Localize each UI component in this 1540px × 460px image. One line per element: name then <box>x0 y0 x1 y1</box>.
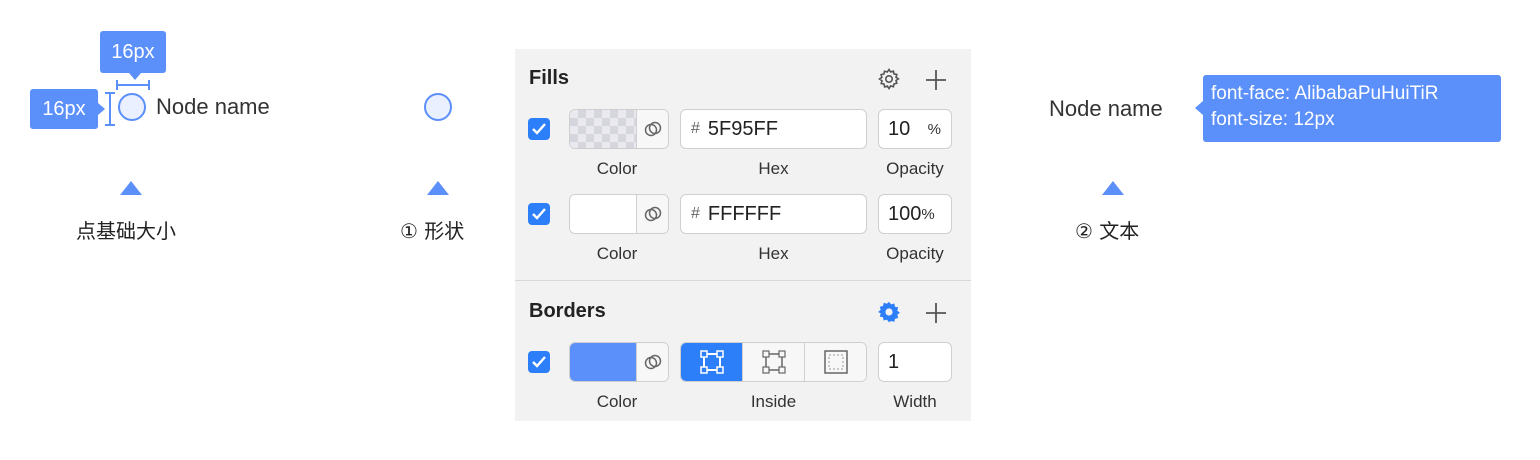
height-tooltip: 16px <box>30 89 105 129</box>
check-icon <box>532 123 546 135</box>
borders-gear-icon[interactable] <box>877 300 901 324</box>
link-color-icon[interactable] <box>636 195 668 233</box>
height-measure-line <box>105 92 115 126</box>
fill-2-opacity-input[interactable]: 100 % <box>878 194 952 234</box>
percent-symbol: % <box>927 120 941 138</box>
percent-symbol: % <box>921 205 935 223</box>
fill-1-checkbox[interactable] <box>528 118 550 140</box>
border-center-option[interactable] <box>742 343 804 381</box>
font-face-label: font-face: AlibabaPuHuiTiR <box>1211 83 1439 104</box>
fill-2-hex-label: Hex <box>758 244 789 263</box>
text-node-name: Node name <box>1049 96 1163 121</box>
node-dot <box>118 93 146 121</box>
fills-gear-icon[interactable] <box>877 67 901 91</box>
border-position-segmented[interactable] <box>680 342 867 382</box>
fill-1-opacity-value: 10 <box>888 117 911 140</box>
fill-2-color-swatch[interactable] <box>569 194 669 234</box>
border-color-label: Color <box>596 392 638 411</box>
fill-2-opacity-label: Opacity <box>886 244 944 263</box>
section-divider <box>515 280 971 281</box>
blue-swatch <box>570 343 636 381</box>
fill-2-checkbox[interactable] <box>528 203 550 225</box>
arrow-up-icon <box>1102 181 1124 195</box>
check-icon <box>532 208 546 220</box>
borders-plus-icon[interactable] <box>924 301 948 325</box>
borders-title: Borders <box>529 300 606 322</box>
fill-1-hex-value: 5F95FF <box>707 117 778 140</box>
inspector-panel: Fills # 5F95FF 10 % Color Hex Opacity <box>515 49 971 421</box>
font-size-label: font-size: 12px <box>1211 109 1335 130</box>
border-checkbox[interactable] <box>528 351 550 373</box>
fill-1-opacity-input[interactable]: 10 % <box>878 109 952 149</box>
hash-symbol: # <box>691 120 700 137</box>
width-label: 16px <box>111 41 155 63</box>
border-width-input[interactable]: 1 <box>878 342 952 382</box>
node-name-label: Node name <box>156 94 270 119</box>
fill-1-hex-label: Hex <box>758 159 789 178</box>
fill-1-color-swatch[interactable] <box>569 109 669 149</box>
border-position-label: Inside <box>750 392 797 411</box>
border-inside-option[interactable] <box>681 343 742 381</box>
border-outside-icon <box>823 350 848 374</box>
fill-1-opacity-label: Opacity <box>886 159 944 178</box>
shape-dot <box>424 93 452 121</box>
arrow-up-icon <box>427 181 449 195</box>
fills-plus-icon[interactable] <box>924 68 948 92</box>
fill-1-color-label: Color <box>596 159 638 178</box>
border-width-value: 1 <box>888 350 900 373</box>
fill-2-hex-value: FFFFFF <box>707 202 782 225</box>
border-outside-option[interactable] <box>804 343 866 381</box>
fill-2-hex-input[interactable]: # FFFFFF <box>680 194 867 234</box>
font-tooltip: font-face: AlibabaPuHuiTiR font-size: 12… <box>1195 75 1501 142</box>
caption-text: ② 文本 <box>1075 219 1140 243</box>
fills-title: Fills <box>529 67 570 89</box>
arrow-up-icon <box>120 181 142 195</box>
border-inside-icon <box>699 350 724 374</box>
fill-1-hex-input[interactable]: # 5F95FF <box>680 109 867 149</box>
hash-symbol: # <box>691 205 700 222</box>
width-tooltip: 16px <box>100 31 166 80</box>
link-color-icon[interactable] <box>636 343 668 381</box>
border-center-icon <box>761 350 786 374</box>
height-label: 16px <box>42 98 86 120</box>
transparent-swatch <box>570 110 636 148</box>
caption-shape: ① 形状 <box>400 219 465 243</box>
width-measure-line <box>116 80 150 90</box>
border-width-label: Width <box>893 392 937 411</box>
border-color-swatch[interactable] <box>569 342 669 382</box>
link-color-icon[interactable] <box>636 110 668 148</box>
fill-2-color-label: Color <box>596 244 638 263</box>
caption-base-size: 点基础大小 <box>76 219 176 243</box>
check-icon <box>532 356 546 368</box>
fill-2-opacity-value: 100 <box>888 202 922 225</box>
white-swatch <box>570 195 636 233</box>
